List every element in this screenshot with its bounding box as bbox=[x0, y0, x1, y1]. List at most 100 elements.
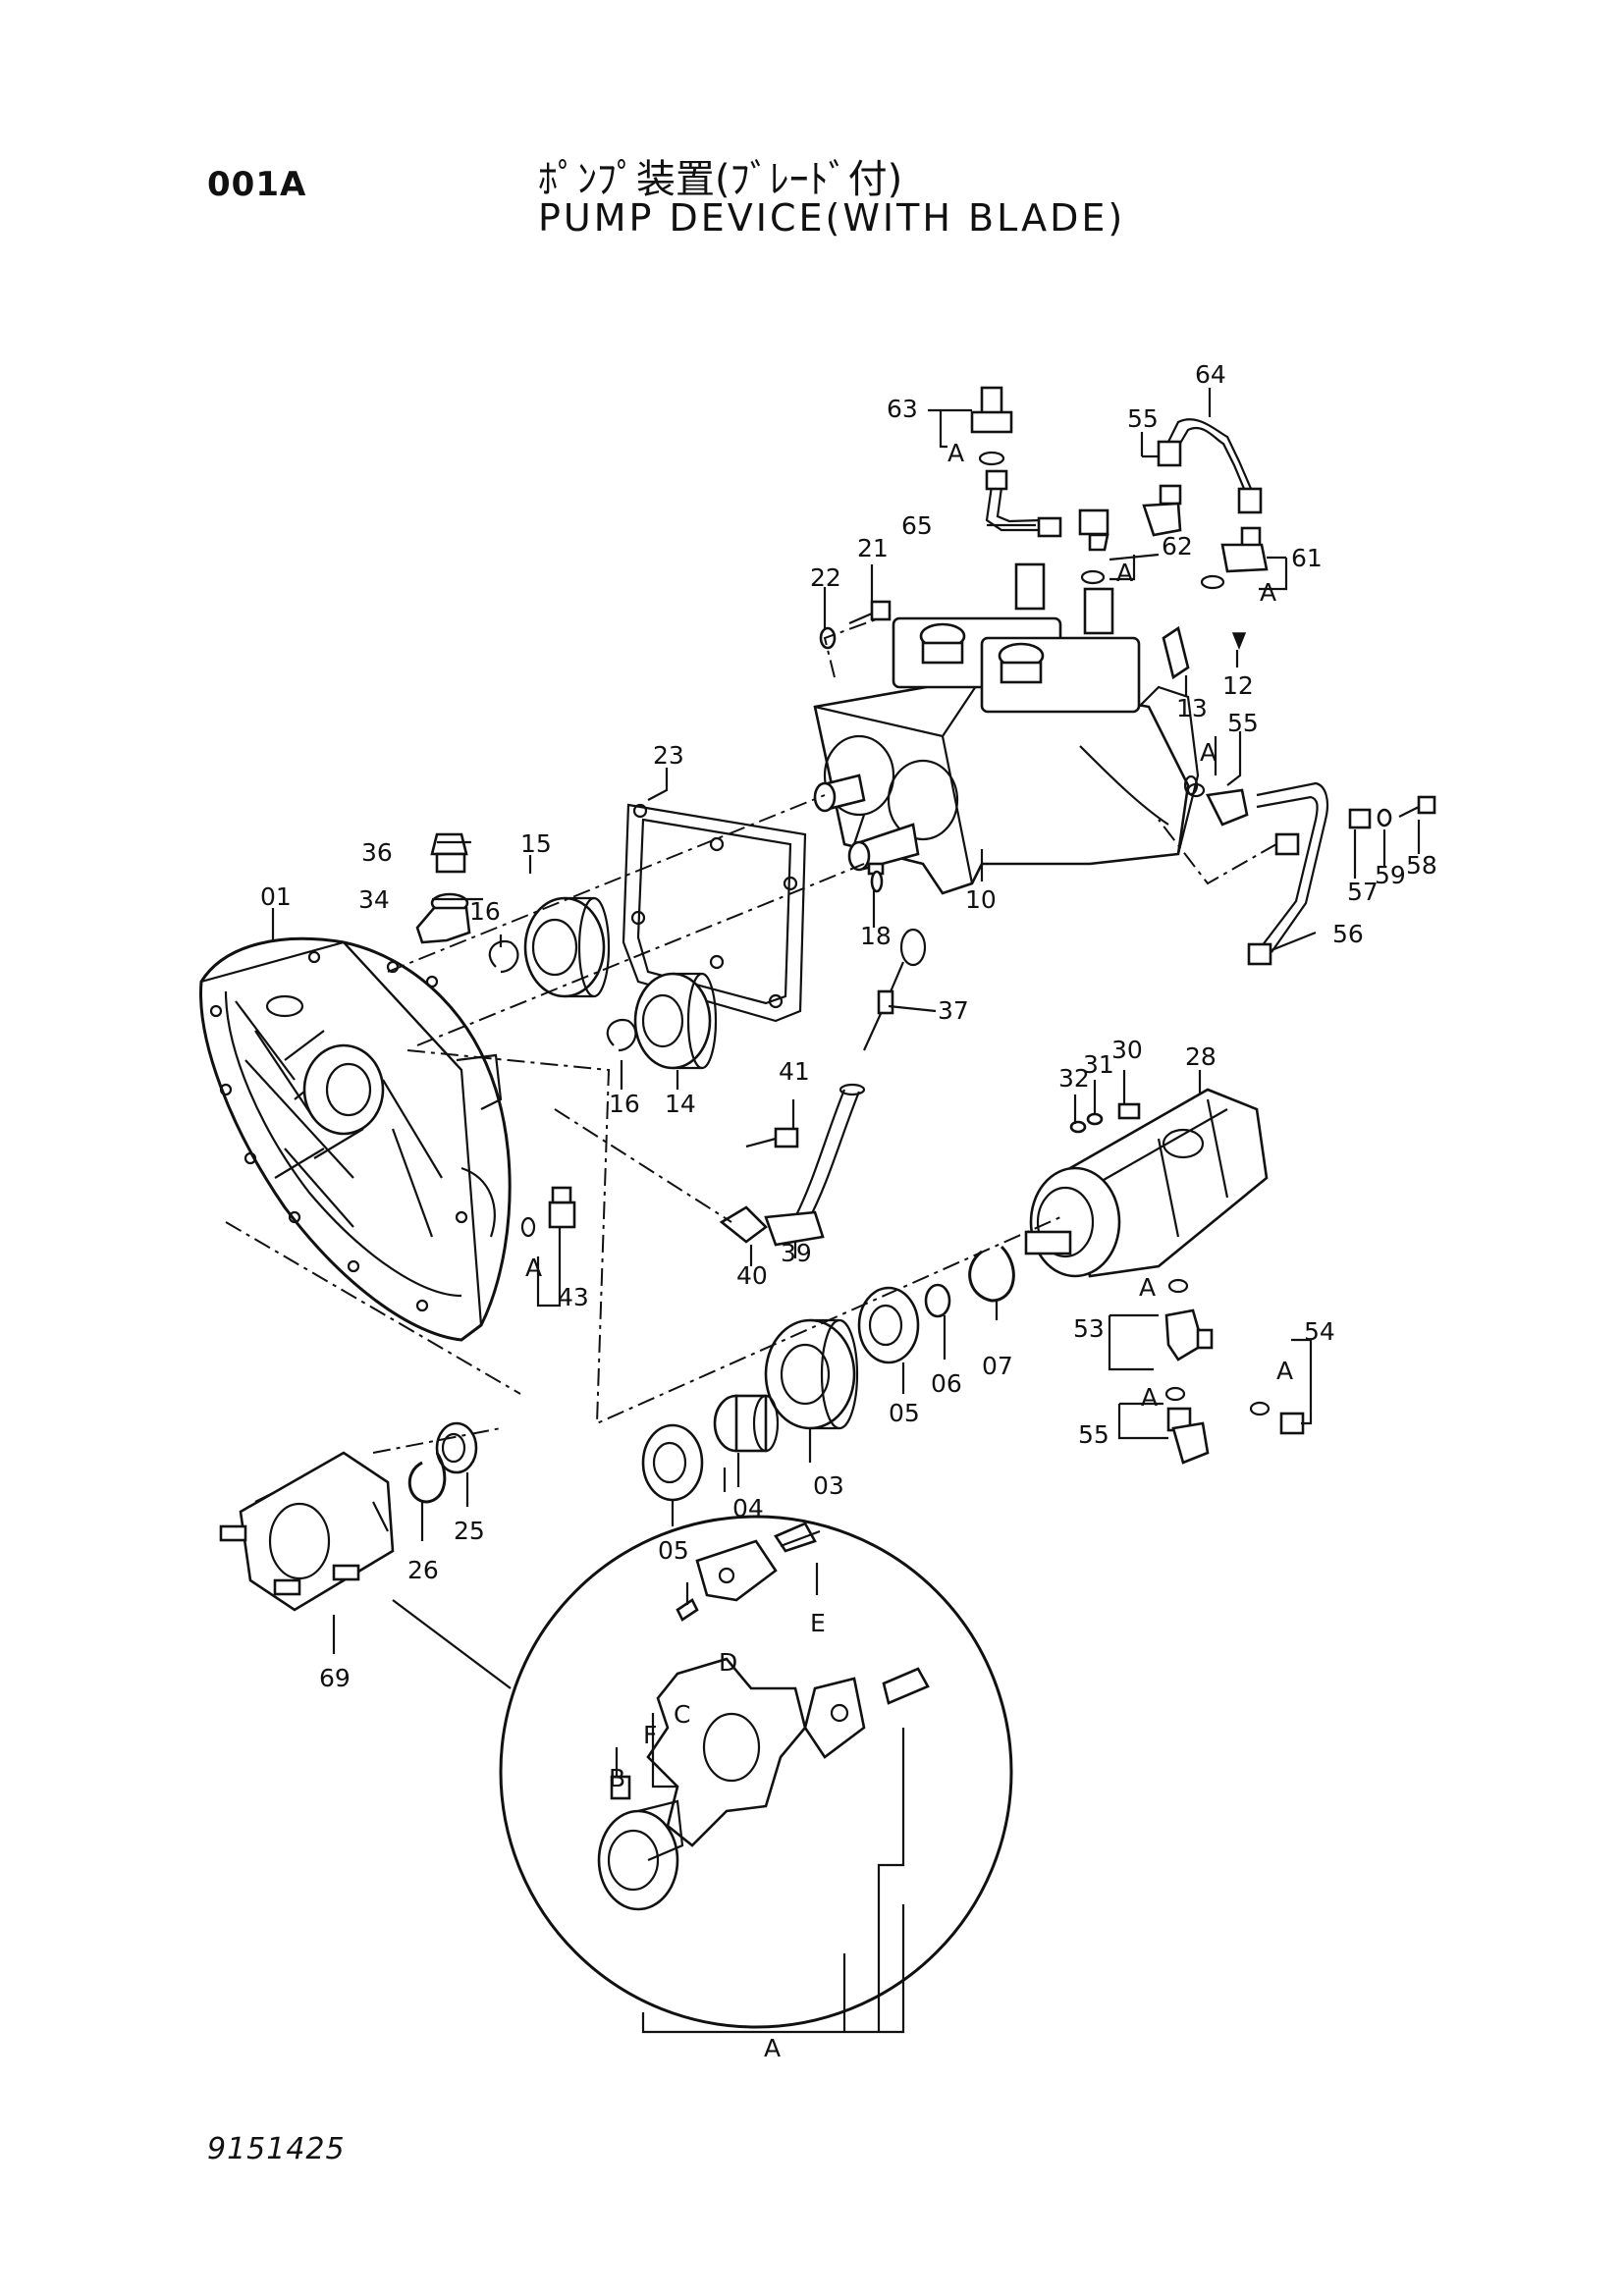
leader-lines bbox=[271, 388, 1421, 2034]
callout-39: 39 bbox=[781, 1239, 812, 1267]
callout-58: 58 bbox=[1406, 851, 1437, 880]
callout-01: 01 bbox=[260, 882, 292, 911]
callout-62: 62 bbox=[1162, 532, 1193, 561]
callout-05-upper: 05 bbox=[889, 1399, 920, 1427]
centerline-5 bbox=[372, 1427, 502, 1454]
callout-18: 18 bbox=[860, 922, 892, 950]
callout-07: 07 bbox=[982, 1352, 1013, 1380]
callout-a-55-lower: A bbox=[1141, 1383, 1158, 1412]
gasket-23 bbox=[622, 803, 807, 1023]
plug-43 bbox=[548, 1186, 576, 1229]
oring-a-4 bbox=[1183, 774, 1199, 796]
plug-36 bbox=[430, 832, 468, 874]
callout-32: 32 bbox=[1058, 1064, 1090, 1093]
coupling-04 bbox=[713, 1394, 780, 1453]
fitting-53 bbox=[1164, 1308, 1214, 1362]
callout-b: B bbox=[609, 1764, 625, 1792]
callout-labels: 63 64 55 A 65 21 22 62 61 12 13 A 55 23 … bbox=[260, 360, 1437, 2062]
callout-22: 22 bbox=[810, 563, 841, 592]
callout-36: 36 bbox=[361, 838, 393, 867]
callout-37: 37 bbox=[938, 996, 969, 1025]
callout-a-43: A bbox=[525, 1254, 542, 1282]
bearing-15 bbox=[523, 896, 611, 998]
callout-a-54: A bbox=[1276, 1357, 1293, 1385]
oring-a-2 bbox=[1164, 1386, 1186, 1402]
callout-30: 30 bbox=[1111, 1036, 1143, 1064]
elbow-34 bbox=[415, 892, 471, 944]
callout-f: F bbox=[643, 1721, 657, 1749]
callout-12: 12 bbox=[1222, 671, 1254, 700]
centerline-7 bbox=[823, 617, 880, 678]
title-english: PUMP DEVICE(WITH BLADE) bbox=[538, 196, 1126, 240]
elbow-62 bbox=[1078, 508, 1109, 585]
catalog-code: 001A bbox=[207, 165, 307, 204]
callout-a-detail: A bbox=[764, 2034, 781, 2062]
callout-56: 56 bbox=[1332, 920, 1364, 948]
housing-01 bbox=[199, 936, 512, 1342]
callout-54: 54 bbox=[1304, 1317, 1335, 1346]
pipe-64 bbox=[1157, 418, 1263, 514]
callout-69: 69 bbox=[319, 1664, 351, 1692]
oring-a-3 bbox=[520, 1216, 536, 1238]
callout-a-63: A bbox=[947, 439, 964, 467]
bearing-14 bbox=[633, 972, 718, 1070]
centerline-3 bbox=[406, 1049, 1061, 1425]
callout-26: 26 bbox=[407, 1556, 439, 1584]
centerline-8 bbox=[1158, 819, 1277, 885]
callout-04: 04 bbox=[732, 1494, 764, 1522]
callout-e: E bbox=[810, 1609, 826, 1637]
callout-16-lower: 16 bbox=[609, 1090, 640, 1118]
fitting-63 bbox=[970, 386, 1013, 466]
fitting-55-lower bbox=[1166, 1407, 1210, 1465]
callout-a-61: A bbox=[1260, 578, 1276, 607]
callout-57: 57 bbox=[1347, 878, 1379, 906]
callout-21: 21 bbox=[857, 534, 889, 562]
bracket-13 bbox=[1162, 625, 1190, 680]
washer-32 bbox=[1069, 1120, 1087, 1134]
callout-53: 53 bbox=[1073, 1314, 1105, 1343]
callout-55-lower: 55 bbox=[1078, 1420, 1109, 1449]
callout-10: 10 bbox=[965, 885, 997, 914]
callout-28: 28 bbox=[1185, 1042, 1217, 1071]
fitting-54 bbox=[1249, 1401, 1305, 1435]
fitting-61 bbox=[1200, 526, 1269, 590]
callout-d: D bbox=[719, 1648, 737, 1677]
elbow-55-right bbox=[1186, 782, 1249, 827]
bolt-58 bbox=[1398, 795, 1436, 818]
centerline-1 bbox=[387, 794, 826, 973]
snap-ring-26 bbox=[407, 1452, 447, 1504]
bearing-05-upper bbox=[857, 1286, 920, 1364]
callout-05-lower: 05 bbox=[658, 1536, 689, 1565]
callout-40: 40 bbox=[736, 1261, 768, 1290]
callout-06: 06 bbox=[931, 1369, 962, 1398]
pipe-56 bbox=[1247, 781, 1329, 966]
callout-64: 64 bbox=[1195, 360, 1226, 389]
callout-a-53: A bbox=[1139, 1273, 1156, 1302]
callout-a-55: A bbox=[1200, 738, 1217, 767]
bearing-05-lower bbox=[641, 1423, 704, 1502]
gear-03 bbox=[764, 1318, 859, 1430]
detail-circle bbox=[392, 1515, 1013, 2029]
centerline-4 bbox=[225, 1221, 521, 1395]
dipstick-37 bbox=[862, 928, 927, 1051]
bolt-12 bbox=[1231, 632, 1247, 651]
callout-25: 25 bbox=[454, 1517, 485, 1545]
callout-65: 65 bbox=[901, 511, 933, 540]
callout-14: 14 bbox=[665, 1090, 696, 1118]
snap-ring-07 bbox=[968, 1245, 1015, 1303]
callout-16-upper: 16 bbox=[469, 897, 501, 926]
centerline-2 bbox=[416, 863, 865, 1046]
gauge-tube-39 bbox=[764, 1083, 866, 1247]
elbow-55-top bbox=[1142, 484, 1182, 537]
callout-c: C bbox=[674, 1700, 690, 1729]
washer-31 bbox=[1086, 1112, 1104, 1126]
seal-25 bbox=[435, 1421, 478, 1474]
snap-ring-16a bbox=[488, 939, 519, 974]
callout-43: 43 bbox=[558, 1283, 589, 1311]
callout-41: 41 bbox=[779, 1057, 810, 1086]
pin-18 bbox=[870, 870, 884, 893]
document-number: 9151425 bbox=[207, 2132, 346, 2166]
ring-06 bbox=[924, 1283, 951, 1318]
oring-a-1 bbox=[1167, 1278, 1189, 1294]
